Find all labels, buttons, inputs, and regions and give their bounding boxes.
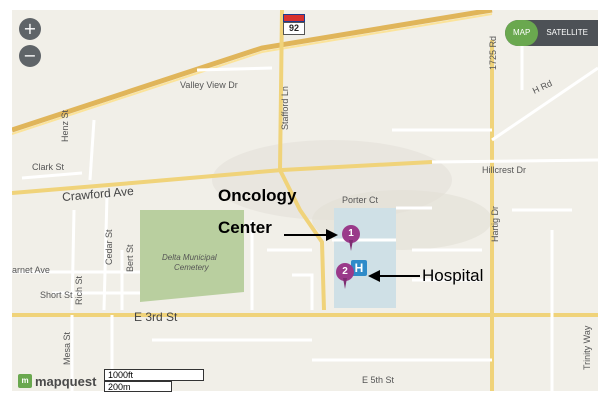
map-type-satellite[interactable]: SATELLITE [546, 28, 588, 37]
mapquest-logo-icon: m [18, 374, 32, 388]
map-base-layer [12, 10, 598, 391]
road-label-valley-view: Valley View Dr [180, 80, 238, 90]
road-label-hillcrest: Hillcrest Dr [482, 165, 526, 175]
annotation-arrows [284, 229, 420, 282]
highway-shield: 92 [283, 14, 305, 36]
road-label-garnet: arnet Ave [12, 265, 50, 275]
cemetery-park [140, 210, 244, 302]
road-label-e5th: E 5th St [362, 375, 395, 385]
zoom-out-button[interactable]: − [19, 45, 41, 67]
road-label-porter: Porter Ct [342, 195, 379, 205]
map-marker-2[interactable]: 2 [336, 263, 354, 289]
map-type-toggle: MAP SATELLITE [505, 20, 598, 46]
scale-bar-feet: 1000ft [104, 369, 204, 381]
mapquest-logo[interactable]: m mapquest [18, 373, 96, 389]
map-type-map[interactable]: MAP [505, 20, 539, 46]
road-label-e3rd: E 3rd St [134, 310, 178, 324]
road-label-short: Short St [40, 290, 73, 300]
road-label-cemetery-2: Cemetery [174, 263, 209, 272]
scale-bar-meters: 200m [104, 381, 172, 392]
map-marker-1[interactable]: 1 [342, 225, 360, 251]
map-canvas[interactable]: Valley View Dr Stafford Ln 1725 Rd H Rd … [12, 10, 598, 391]
oncology-label-line2: Center [218, 218, 272, 237]
hospital-icon[interactable]: H [351, 260, 367, 276]
zoom-in-button[interactable]: + [19, 18, 41, 40]
road-label-clark: Clark St [32, 162, 65, 172]
hospital-label: Hospital [422, 266, 484, 285]
oncology-label-line1: Oncology [218, 186, 297, 205]
hospital-campus [334, 208, 396, 308]
road-label-cemetery-1: Delta Municipal [162, 253, 217, 262]
